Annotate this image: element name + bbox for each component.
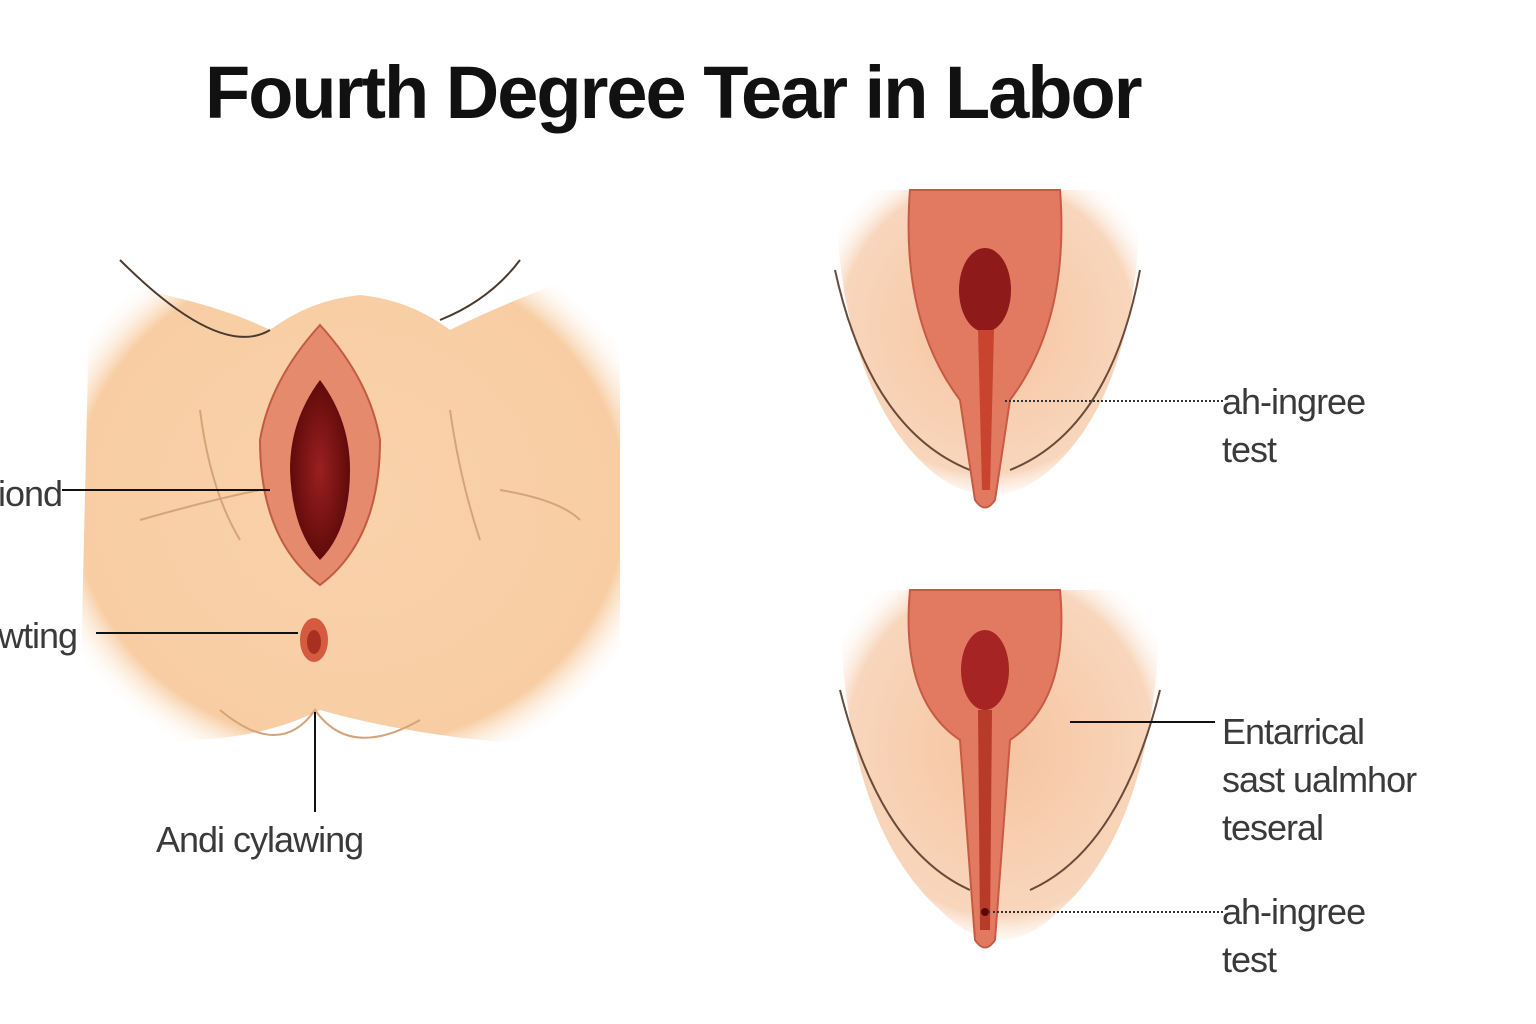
perineum-illustration-right-bottom <box>839 589 1161 949</box>
label-right-top-line2: test <box>1222 429 1277 470</box>
perineum-illustration-right-top <box>834 189 1141 509</box>
label-right-bottom-2-line2: test <box>1222 939 1277 980</box>
leader-line-right-top <box>1005 400 1223 402</box>
label-right-bottom-2: ah-ingree test <box>1222 888 1366 984</box>
leader-line-left-1 <box>62 489 270 491</box>
label-right-top: ah-ingree test <box>1222 378 1366 474</box>
label-left-3: Andi cylawing <box>156 819 364 860</box>
page-title: Fourth Degree Tear in Labor <box>205 51 1143 134</box>
label-right-bottom-1-line1: Entarrical <box>1222 711 1365 752</box>
label-right-bottom-1-line2: sast ualmhor <box>1222 759 1417 800</box>
label-right-bottom-1-line3: teseral <box>1222 807 1324 848</box>
label-right-bottom-2-line1: ah-ingree <box>1222 891 1366 932</box>
leader-line-right-bottom-2 <box>988 911 1223 913</box>
label-left-2: wting <box>0 615 78 656</box>
label-right-bottom-1: Entarrical sast ualmhor teseral <box>1222 708 1417 852</box>
leader-line-left-3 <box>314 712 316 812</box>
leader-line-left-2 <box>96 632 298 634</box>
leader-line-right-bottom-1 <box>1070 721 1215 723</box>
label-left-1: iond <box>0 473 63 514</box>
label-right-top-line1: ah-ingree <box>1222 381 1366 422</box>
perineum-illustration-left <box>80 259 620 742</box>
